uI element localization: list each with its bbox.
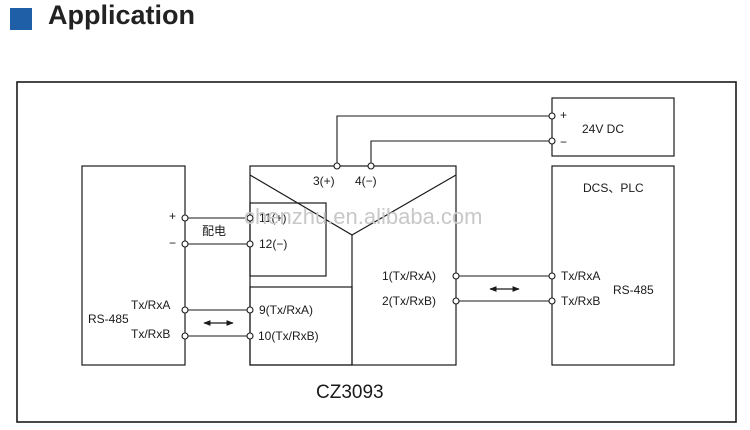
terminal-dot bbox=[333, 162, 341, 170]
terminal-dot bbox=[548, 297, 556, 305]
left-txa-label: Tx/RxA bbox=[131, 298, 170, 312]
terminal-dot bbox=[246, 306, 254, 314]
terminal-dot bbox=[452, 297, 460, 305]
power-supply-label: 24V DC bbox=[582, 122, 624, 136]
module-inner-box-comm bbox=[249, 286, 353, 366]
dcs-bus-label: RS-485 bbox=[613, 283, 654, 297]
terminal-dot bbox=[246, 332, 254, 340]
wires bbox=[185, 115, 552, 337]
terminal-dot bbox=[548, 137, 556, 145]
power-plus-label: + bbox=[560, 108, 567, 122]
terminal-dot bbox=[452, 272, 460, 280]
wire-power-plus bbox=[336, 115, 552, 166]
module-name: CZ3093 bbox=[316, 382, 384, 403]
terminal-4-label: 4(−) bbox=[355, 174, 377, 188]
left-txb-label: Tx/RxB bbox=[131, 327, 170, 341]
terminal-2-label: 2(Tx/RxB) bbox=[382, 294, 436, 308]
left-bus-label: RS-485 bbox=[88, 312, 129, 326]
wire-power-minus bbox=[370, 140, 552, 166]
terminal-3-label: 3(+) bbox=[313, 174, 335, 188]
dcs-txb-label: Tx/RxB bbox=[561, 294, 600, 308]
outer-frame bbox=[16, 81, 737, 423]
supply-note-label: 配电 bbox=[202, 224, 226, 238]
dcs-plc-box bbox=[551, 165, 675, 366]
dcs-plc-title: DCS、PLC bbox=[583, 181, 644, 195]
terminal-dot bbox=[246, 214, 254, 222]
left-minus-label: − bbox=[169, 236, 176, 250]
terminal-dot bbox=[548, 272, 556, 280]
module-divider-right bbox=[351, 174, 457, 236]
terminal-11-label: 11(+) bbox=[259, 211, 286, 225]
terminal-dot bbox=[246, 240, 254, 248]
power-minus-label: − bbox=[560, 135, 567, 149]
terminal-dot bbox=[181, 332, 189, 340]
dcs-txa-label: Tx/RxA bbox=[561, 269, 600, 283]
module-inner-box-supply bbox=[249, 202, 327, 277]
terminal-10-label: 10(Tx/RxB) bbox=[258, 329, 319, 343]
power-supply-box bbox=[551, 97, 675, 157]
terminal-dot bbox=[548, 112, 556, 120]
left-device-box bbox=[81, 165, 186, 366]
blue-square-icon bbox=[10, 8, 32, 30]
terminal-12-label: 12(−) bbox=[259, 237, 287, 251]
terminal-dot bbox=[181, 240, 189, 248]
section-title: Application bbox=[48, 0, 195, 30]
terminal-dot bbox=[181, 214, 189, 222]
terminal-1-label: 1(Tx/RxA) bbox=[382, 269, 436, 283]
watermark: chenzhu.en.alibaba.com bbox=[244, 204, 483, 229]
terminal-dot bbox=[367, 162, 375, 170]
section-header: Application bbox=[0, 0, 750, 40]
terminal-dots bbox=[181, 112, 556, 340]
terminal-9-label: 9(Tx/RxA) bbox=[259, 303, 313, 317]
left-plus-label: + bbox=[169, 209, 176, 223]
terminal-dot bbox=[181, 306, 189, 314]
